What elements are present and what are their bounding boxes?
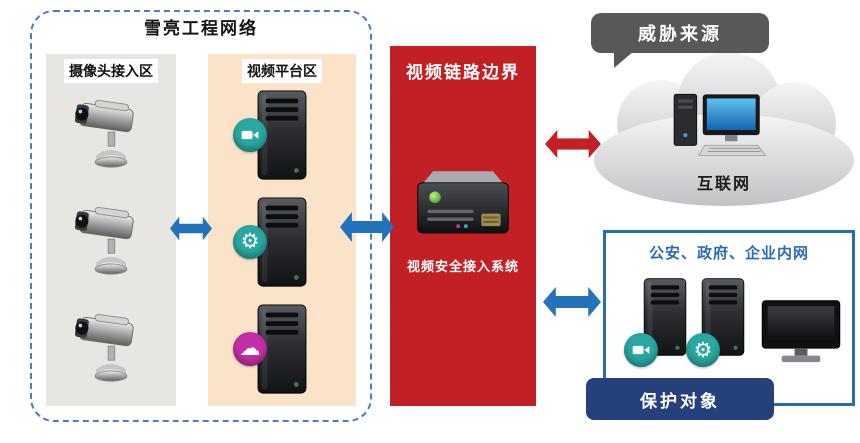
monitor-icon — [758, 297, 844, 367]
security-access-appliance-icon — [410, 164, 516, 244]
sharp-eyes-network-title: 雪亮工程网络 — [144, 19, 258, 38]
sharp-eyes-network-box — [30, 10, 372, 422]
camera-stack — [46, 82, 176, 402]
arrow-camera-platform — [170, 215, 212, 242]
arrow-boundary-intranet — [543, 285, 601, 319]
desktop-computer-icon — [662, 86, 774, 168]
video-camera-badge-icon — [233, 118, 267, 153]
arrow-boundary-internet — [545, 128, 601, 160]
camera-access-zone: 摄像头接入区 — [46, 54, 176, 406]
server-icon: ⚙ — [233, 196, 311, 288]
arrow-network-boundary — [340, 210, 394, 244]
server-icon — [233, 89, 311, 181]
threat-source-label: 威胁来源 — [638, 24, 722, 44]
protected-object-banner: 保护对象 — [586, 378, 774, 420]
video-link-boundary-box: 视频链路边界 视频安全接入系统 — [390, 46, 536, 406]
cctv-camera-icon — [69, 311, 153, 387]
camera-zone-label: 摄像头接入区 — [64, 59, 158, 83]
cctv-camera-icon — [69, 204, 153, 280]
video-security-access-system-label: 视频安全接入系统 — [406, 259, 519, 274]
cctv-camera-icon — [69, 97, 153, 173]
intranet-box: 公安、政府、企业内网 ⚙ — [603, 230, 855, 406]
gear-badge-icon: ⚙ — [233, 224, 267, 259]
threat-source-callout: 威胁来源 — [591, 13, 769, 53]
video-platform-zone: 视频平台区 — [208, 54, 356, 406]
protected-object-label: 保护对象 — [640, 391, 720, 411]
video-camera-badge-icon — [624, 333, 658, 367]
video-link-boundary-title: 视频链路边界 — [406, 63, 520, 82]
server-icon — [640, 271, 690, 363]
gear-badge-icon: ⚙ — [686, 333, 720, 367]
platform-server-stack: ⚙ ☁ — [208, 82, 356, 402]
internet-label: 互联网 — [696, 176, 751, 193]
callout-tail — [614, 51, 634, 68]
cloud-badge-icon: ☁ — [233, 331, 267, 366]
server-icon: ☁ — [233, 303, 311, 395]
platform-zone-label: 视频平台区 — [242, 59, 322, 83]
intranet-title: 公安、政府、企业内网 — [648, 245, 809, 262]
